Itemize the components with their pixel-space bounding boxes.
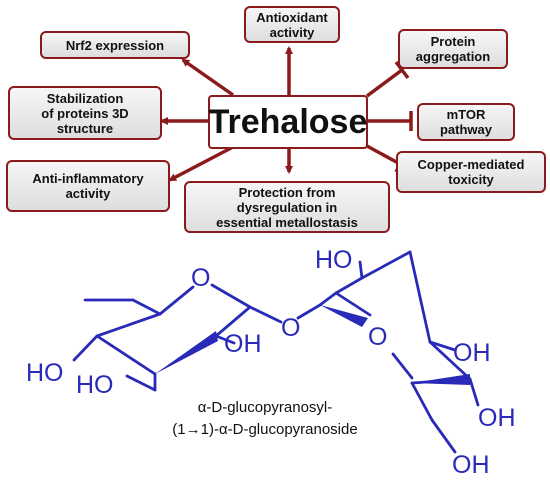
bond — [214, 305, 252, 338]
bond — [158, 285, 195, 316]
wedge-bond — [320, 305, 368, 327]
atom-o-ring-right: O — [368, 323, 387, 351]
bond — [72, 334, 99, 362]
bond — [430, 418, 457, 454]
bond — [428, 340, 457, 352]
atom-o-ring-left: O — [191, 264, 210, 292]
molecule-name-line-1: α-D-glucopyranosyl- — [197, 399, 333, 416]
bond — [334, 291, 372, 317]
inhibit-copper — [366, 144, 401, 166]
bond — [214, 334, 236, 345]
bond — [334, 276, 364, 295]
atom-oh-right-2: OH — [478, 404, 516, 432]
bond — [408, 250, 432, 344]
bond — [296, 303, 322, 320]
arrow-nrf2 — [181, 58, 235, 97]
bond — [318, 291, 338, 307]
bond — [125, 374, 157, 392]
atom-ho-left-2: HO — [26, 359, 64, 387]
bond — [131, 298, 162, 316]
bond — [358, 260, 364, 280]
bond — [428, 340, 472, 381]
box-mtor-pathway: mTOR pathway — [417, 103, 515, 141]
atom-oh-right-3: OH — [452, 451, 490, 479]
box-protein-aggregation: Protein aggregation — [398, 29, 508, 69]
box-metallostasis: Protection from dysregulation in essenti… — [184, 181, 390, 233]
atom-oh-left-1: OH — [224, 330, 262, 358]
bond — [360, 250, 412, 280]
bond — [391, 352, 414, 380]
bond — [410, 381, 434, 422]
box-stabilization: Stabilization of proteins 3D structure — [8, 86, 162, 140]
box-nrf2-expression: Nrf2 expression — [40, 31, 190, 59]
molecule-name-line-2: (1→1)-α-D-glucopyranoside — [172, 421, 358, 438]
atom-ho-left-3: HO — [76, 371, 114, 399]
bond — [468, 377, 480, 407]
trehalose-title: Trehalose — [208, 95, 368, 149]
arrow-anti-inflammatory — [168, 145, 234, 182]
atom-oh-right-1: OH — [453, 339, 491, 367]
atom-ho-right-top: HO — [315, 246, 353, 274]
bond — [95, 334, 157, 376]
bond — [248, 305, 283, 324]
wedge-bond — [155, 331, 218, 374]
wedge-bond — [412, 374, 470, 385]
box-copper-toxicity: Copper-mediated toxicity — [396, 151, 546, 193]
box-anti-inflammatory: Anti-inflammatory activity — [6, 160, 170, 212]
bond — [95, 312, 162, 338]
box-antioxidant-activity: Antioxidant activity — [244, 6, 340, 43]
atom-o-link: O — [281, 314, 300, 342]
inhibit-protein-aggregation — [365, 68, 404, 98]
bond — [210, 283, 252, 309]
